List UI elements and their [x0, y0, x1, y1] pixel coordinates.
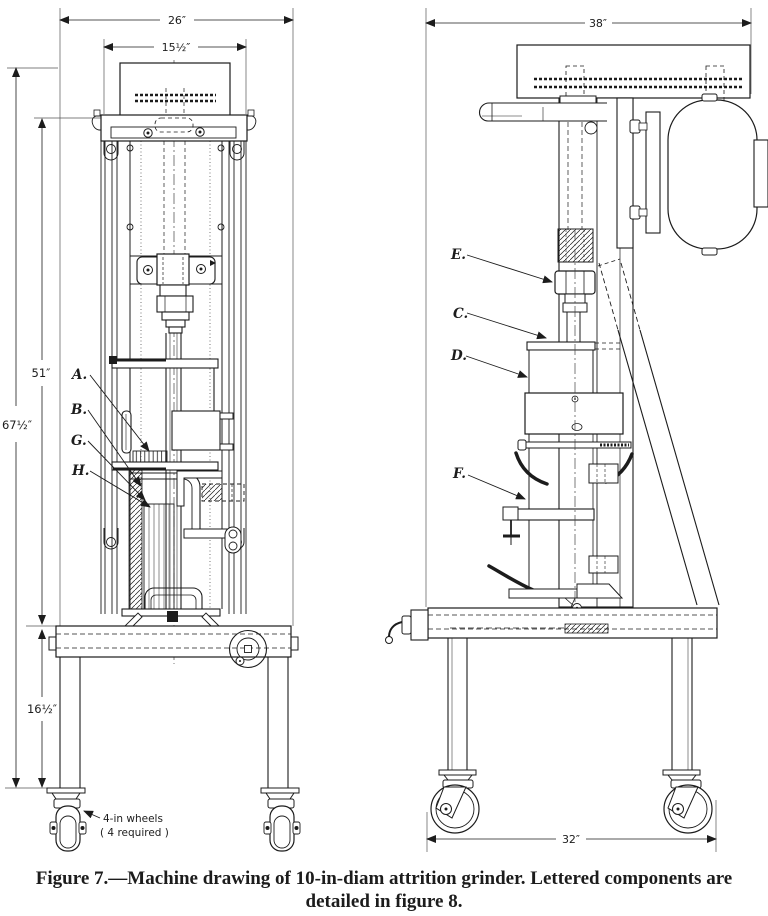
- part-label-h: H.: [71, 463, 89, 479]
- side-rear-caster: [663, 779, 713, 834]
- dim-label-32: 32″: [562, 833, 580, 846]
- dim-label-15half: 15½″: [162, 41, 191, 54]
- pedal-lever: [487, 564, 535, 592]
- side-view: [385, 8, 768, 852]
- wheels-note-line1: 4-in wheels: [103, 813, 163, 825]
- part-label-a: A.: [70, 367, 87, 383]
- clamp-box-hidden: [201, 483, 245, 502]
- side-table: [385, 607, 718, 781]
- vessel-motor-box: [171, 410, 221, 451]
- side-extension-lines: [425, 8, 752, 852]
- side-top-plate: [516, 44, 751, 113]
- front-table: [48, 625, 299, 788]
- clamp-strip: [121, 410, 132, 454]
- l-bracket: [176, 470, 223, 507]
- side-handle-arm: [478, 102, 607, 122]
- dim-label-16half: 16½″: [27, 702, 58, 716]
- front-top-plate: [91, 109, 257, 142]
- part-label-c: C.: [453, 306, 468, 322]
- crank-handle: [385, 609, 429, 644]
- wheels-note-line2: ( 4 required ): [100, 827, 169, 839]
- side-motor: [616, 93, 768, 256]
- bolt-hole: [217, 223, 225, 231]
- bail-handle: [144, 587, 203, 614]
- support-shelf: [516, 508, 595, 521]
- ribbed-band: [132, 450, 168, 463]
- part-label-b: B.: [70, 402, 87, 418]
- part-label-f: F.: [452, 466, 466, 482]
- motor-capsule: [667, 99, 758, 250]
- clamp-lever: [514, 451, 549, 486]
- part-label-d: D.: [450, 348, 467, 364]
- part-label-g: G.: [71, 433, 87, 449]
- dim-label-51: 51″: [32, 366, 52, 380]
- part-letter-labels: A. B. G. H. E. C. D. F.: [70, 247, 468, 482]
- bolt-hole: [217, 144, 225, 152]
- front-motor-block: [119, 62, 231, 117]
- wheels-note: 4-in wheels ( 4 required ): [100, 813, 169, 839]
- front-leaders: [87, 374, 151, 508]
- side-front-caster: [430, 779, 480, 834]
- side-leaders: [465, 254, 553, 500]
- bolt-hole: [143, 128, 153, 138]
- dim-label-67half: 67½″: [2, 418, 33, 432]
- cross-rod: [183, 528, 229, 539]
- bolt-hole: [195, 127, 205, 137]
- bolt-hole: [126, 144, 134, 152]
- caption-line2: detailed in figure 8.: [306, 891, 463, 912]
- side-grinder-vessel: [487, 230, 634, 613]
- front-view: [5, 8, 301, 852]
- side-diagonal-brace: [597, 258, 720, 606]
- handwheel: [228, 629, 268, 669]
- front-frame: [100, 141, 247, 614]
- front-grinder-vessel: [109, 356, 245, 627]
- disk-stack: [128, 469, 143, 611]
- front-mid-platform: [130, 253, 222, 286]
- dim-label-26: 26″: [168, 14, 186, 27]
- part-label-e: E.: [450, 247, 466, 263]
- wheels-note-arrow: [83, 810, 101, 819]
- caption-line1: Figure 7.—Machine drawing of 10-in-diam …: [36, 868, 732, 889]
- dim-label-38: 38″: [589, 17, 607, 30]
- bolt-hole: [126, 223, 134, 231]
- front-right-wheel: [260, 787, 301, 852]
- dimension-labels: 26″ 15½″ 67½″ 51″ 16½″ 38″ 32″: [2, 14, 607, 846]
- front-left-wheel: [46, 787, 87, 852]
- figure-caption: Figure 7.—Machine drawing of 10-in-diam …: [36, 868, 732, 912]
